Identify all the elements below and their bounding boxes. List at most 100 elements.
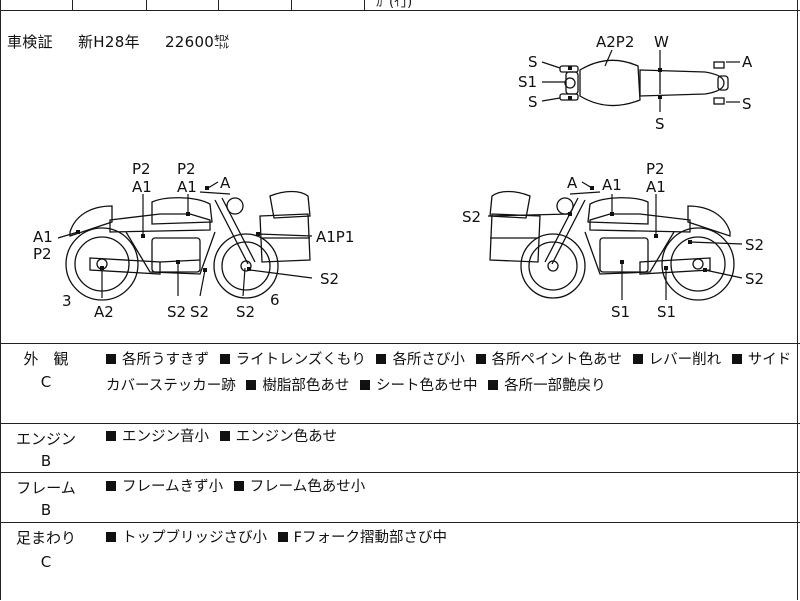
diagram-label: S2	[167, 303, 186, 321]
header-strip: ｶﾞ(ｲ｣)	[0, 0, 800, 11]
diagram-label: A	[567, 174, 578, 192]
diagram-label: S2	[745, 236, 764, 254]
diagram-label: S	[742, 95, 752, 113]
condition-text: 各所さび小	[392, 352, 465, 368]
diagram-label: S2	[320, 270, 339, 288]
left-view-marks	[76, 186, 260, 272]
section-exterior: 外 観 C 各所うすきず ライトレンズくもり 各所さび小 各所ペイント色あせ レ…	[0, 343, 800, 424]
condition-item: エンジン音小	[106, 429, 209, 445]
condition-text: フレーム色あせ小	[249, 479, 366, 495]
registration-info: 車検証 新H28年 22600㌖	[7, 31, 235, 52]
right-view-marks	[568, 186, 707, 272]
diagram-label: S2	[190, 303, 209, 321]
condition-item: 各所一部艶戻り	[488, 378, 606, 394]
diagram-label: S	[528, 53, 538, 71]
bullet-square-icon	[219, 354, 230, 364]
bullet-square-icon	[246, 380, 257, 390]
motorcycle-top-view	[559, 59, 729, 107]
section-label: 外 観	[23, 350, 69, 368]
section-engine: エンジン B エンジン音小 エンジン色あせ	[0, 423, 800, 473]
condition-text: ライトレンズくもり	[235, 352, 366, 368]
diagram-label: P2	[132, 160, 151, 178]
bullet-square-icon	[488, 380, 499, 390]
condition-text: Fフォーク摺動部さび中	[293, 530, 447, 546]
diagram-label: A1	[646, 178, 666, 196]
bullet-square-icon	[360, 380, 370, 390]
diagram-label: S2	[462, 208, 481, 226]
bullet-square-icon	[632, 354, 643, 364]
condition-item: フレームきず小	[106, 479, 223, 495]
top-view-marks	[568, 66, 662, 100]
diagram-label: S1	[611, 303, 630, 321]
diagram-label: S1	[518, 73, 537, 91]
section-grade: B	[40, 501, 52, 519]
section-grade: C	[40, 553, 52, 571]
diagram-label: A	[742, 53, 753, 71]
diagram-label: A1	[177, 178, 197, 196]
diagram-label: A1P1	[316, 228, 354, 246]
section-label: 足まわり	[15, 529, 76, 547]
condition-text: レバー削れ	[648, 352, 722, 368]
condition-item: サイドカバーステッカー跡	[106, 352, 791, 394]
condition-text: エンジン音小	[122, 429, 209, 445]
section-notes: フレームきず小 フレーム色あせ小	[106, 474, 794, 500]
condition-text: トップブリッジさび小	[122, 530, 267, 546]
condition-item: 各所うすきず	[106, 352, 209, 368]
diagram-label: A1	[602, 176, 622, 194]
diagram-label: S2	[236, 303, 255, 321]
condition-text: 各所ペイント色あせ	[491, 352, 623, 368]
condition-text: エンジン色あせ	[235, 429, 338, 445]
diagram-label: S2	[745, 270, 764, 288]
section-suspension: 足まわり C トップブリッジさび小 Fフォーク摺動部さび中	[0, 522, 800, 601]
condition-item: トップブリッジさび小	[106, 530, 267, 546]
section-notes: トップブリッジさび小 Fフォーク摺動部さび中	[106, 525, 794, 551]
diagram-label: 3	[62, 292, 72, 310]
condition-item: フレーム色あせ小	[233, 479, 366, 495]
diagram-label: A2	[94, 303, 114, 321]
bullet-square-icon	[106, 354, 116, 364]
condition-item: 各所さび小	[376, 352, 465, 368]
condition-text: 各所うすきず	[122, 352, 209, 368]
left-view-leaders	[57, 181, 313, 298]
registration-year: 新H28年	[77, 33, 140, 51]
condition-item: 樹脂部色あせ	[246, 378, 349, 394]
damage-diagram: S S1 S A2P2 W S A S P2 A1 P2 A1 A A1 P2 …	[33, 33, 764, 321]
bullet-square-icon	[731, 354, 742, 364]
bullet-square-icon	[277, 532, 288, 542]
diagram-label: 6	[270, 291, 280, 309]
section-notes: エンジン音小 エンジン色あせ	[106, 424, 794, 450]
diagram-label: P2	[33, 245, 52, 263]
header-cell	[146, 0, 219, 10]
diagram-label: S	[655, 115, 665, 133]
diagram-label: P2	[177, 160, 196, 178]
bullet-square-icon	[106, 532, 116, 542]
condition-item: 各所ペイント色あせ	[475, 352, 623, 368]
motorcycle-right-view	[489, 190, 735, 301]
bullet-square-icon	[219, 431, 230, 441]
condition-text: シート色あせ中	[376, 378, 478, 394]
condition-item: シート色あせ中	[360, 378, 478, 394]
diagram-label: A1	[132, 178, 152, 196]
condition-item: エンジン色あせ	[219, 429, 338, 445]
bullet-square-icon	[475, 354, 486, 364]
bullet-square-icon	[233, 481, 244, 491]
condition-item: Fフォーク摺動部さび中	[277, 530, 447, 546]
registration-label: 車検証	[7, 33, 53, 51]
bullet-square-icon	[376, 354, 387, 364]
condition-item: レバー削れ	[632, 352, 722, 368]
section-label: フレーム	[16, 479, 76, 497]
registration-mileage: 22600㌖	[164, 33, 230, 51]
header-cell	[72, 0, 147, 10]
header-cell	[218, 0, 292, 10]
motorcycle-left-view	[65, 190, 311, 301]
bullet-square-icon	[106, 481, 116, 491]
section-grade: B	[40, 452, 52, 470]
section-label: エンジン	[15, 430, 76, 448]
diagram-label: A1	[33, 228, 53, 246]
diagram-label: S1	[657, 303, 676, 321]
condition-text: 各所一部艶戻り	[504, 378, 606, 394]
diagram-label: W	[654, 33, 669, 51]
condition-item: ライトレンズくもり	[219, 352, 366, 368]
header-fragment: ｶﾞ(ｲ｣)	[376, 0, 413, 10]
